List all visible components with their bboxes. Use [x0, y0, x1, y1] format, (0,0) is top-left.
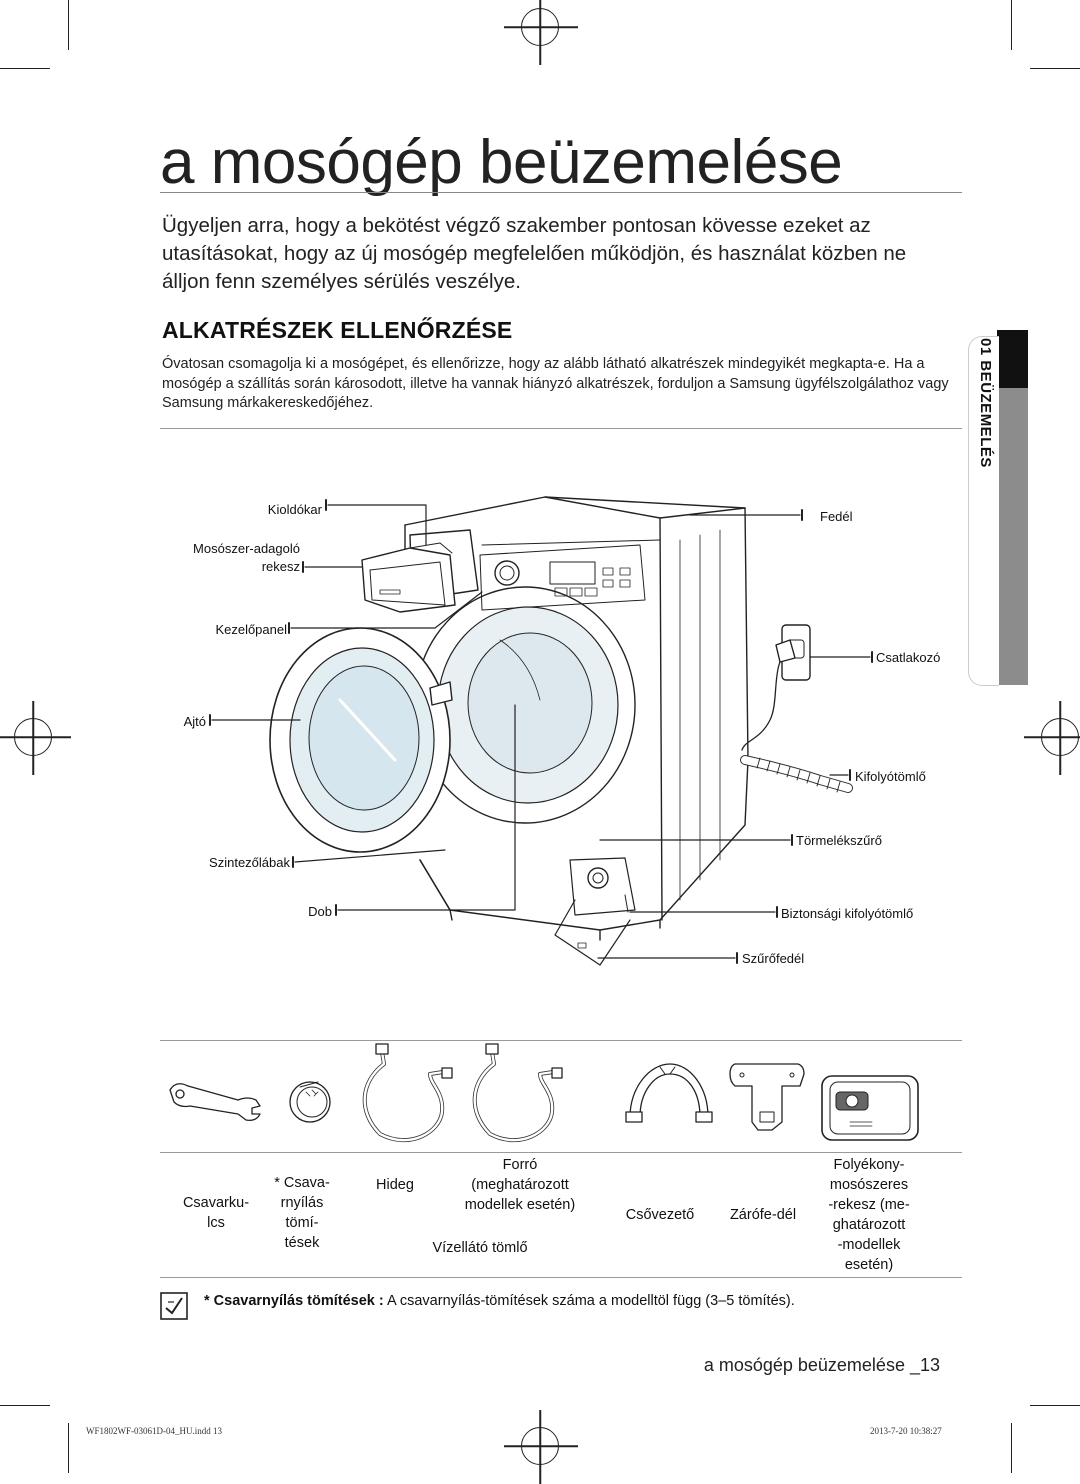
- page-title: a mosógép beüzemelése: [160, 128, 843, 197]
- side-tab-bar: [997, 388, 1028, 685]
- crop-mark: [0, 1405, 50, 1406]
- page-footer: a mosógép beüzemelése _13: [703, 1355, 940, 1375]
- plug-icon: [729, 1063, 805, 1131]
- label-adagolo-rekesz: rekesz: [261, 559, 300, 574]
- label-kifolyotomlo: Kifolyótömlő: [855, 769, 926, 784]
- elbow-icon: [625, 1063, 713, 1123]
- liquid-detergent-label: Folyékony- mosószeres -rekesz (me- ghatá…: [828, 1157, 910, 1273]
- section-title: ALKATRÉSZEK ELLENŐRZÉSE: [162, 317, 513, 343]
- print-slug-date: 2013-7-20 10:38:27: [870, 1426, 942, 1436]
- side-tab-marker: [997, 330, 1028, 388]
- note-bold: * Csavarnyílás tömítések :: [204, 1293, 384, 1309]
- label-szurofedel: Szűrőfedél: [742, 951, 805, 966]
- hot-hose-label: Forró (meghatározott modellek esetén): [464, 1157, 576, 1213]
- side-tab: [968, 336, 999, 686]
- crop-mark: [1030, 1405, 1080, 1406]
- water-hose-label: Vízellátó tömlő: [432, 1240, 528, 1256]
- crop-mark: [68, 1423, 69, 1473]
- accessories-illustrations: [169, 1043, 919, 1143]
- cold-hose-icon: [362, 1043, 453, 1143]
- crop-mark: [0, 68, 50, 69]
- intro-paragraph: Ügyeljen arra, hogy a bekötést végző sza…: [162, 214, 907, 293]
- title-divider: [160, 192, 962, 193]
- washing-machine-diagram: [209, 496, 873, 966]
- label-dob: Dob: [308, 904, 332, 919]
- print-slug-file: WF1802WF-03061D-04_HU.indd 13: [86, 1426, 222, 1436]
- plug-label: Zárófe-dél: [729, 1207, 797, 1223]
- label-csatlakozo: Csatlakozó: [876, 650, 941, 665]
- label-tormelekszuro: Törmelékszűrő: [796, 833, 882, 848]
- registration-mark: [1041, 718, 1079, 756]
- section-paragraph: Óvatosan csomagolja ki a mosógépet, és e…: [162, 356, 949, 411]
- registration-mark: [521, 1427, 559, 1465]
- hot-hose-icon: [472, 1043, 563, 1143]
- note-icon: [160, 1292, 188, 1320]
- accessories-bottom-rule: [160, 1277, 962, 1278]
- label-adagolo: Mosószer-adagoló: [193, 541, 300, 556]
- label-biztonsagi: Biztonsági kifolyótömlő: [781, 906, 914, 921]
- registration-mark: [521, 8, 559, 46]
- caps-icon: [289, 1081, 331, 1123]
- caps-label: * Csava- rnyílás tömí- tések: [274, 1175, 330, 1251]
- label-kezelopanel: Kezelőpanel: [215, 622, 287, 637]
- crop-mark: [1011, 1423, 1012, 1473]
- section-divider: [160, 428, 962, 429]
- note-text: * Csavarnyílás tömítések : A csavarnyílá…: [204, 1293, 795, 1309]
- crop-mark: [1011, 0, 1012, 50]
- cold-hose-label: Hideg: [376, 1177, 414, 1193]
- elbow-label: Csővezető: [625, 1207, 695, 1223]
- label-fedel: Fedél: [820, 509, 853, 524]
- accessories-mid-rule: [160, 1152, 962, 1153]
- label-szintezolabak: Szintezőlábak: [209, 855, 290, 870]
- wrench-icon: [169, 1083, 261, 1122]
- liquid-detergent-icon: [821, 1075, 919, 1141]
- label-kioldokar: Kioldókar: [267, 502, 322, 517]
- side-tab-label: 01 BEÜZEMELÉS: [977, 338, 994, 468]
- crop-mark: [1030, 68, 1080, 69]
- note-body: A csavarnyílás-tömítések száma a modellt…: [383, 1293, 795, 1309]
- label-ajto: Ajtó: [183, 714, 206, 729]
- wrench-label: Csavarku- lcs: [182, 1195, 250, 1231]
- crop-mark: [68, 0, 69, 50]
- registration-mark: [14, 718, 52, 756]
- accessories-top-rule: [160, 1040, 962, 1041]
